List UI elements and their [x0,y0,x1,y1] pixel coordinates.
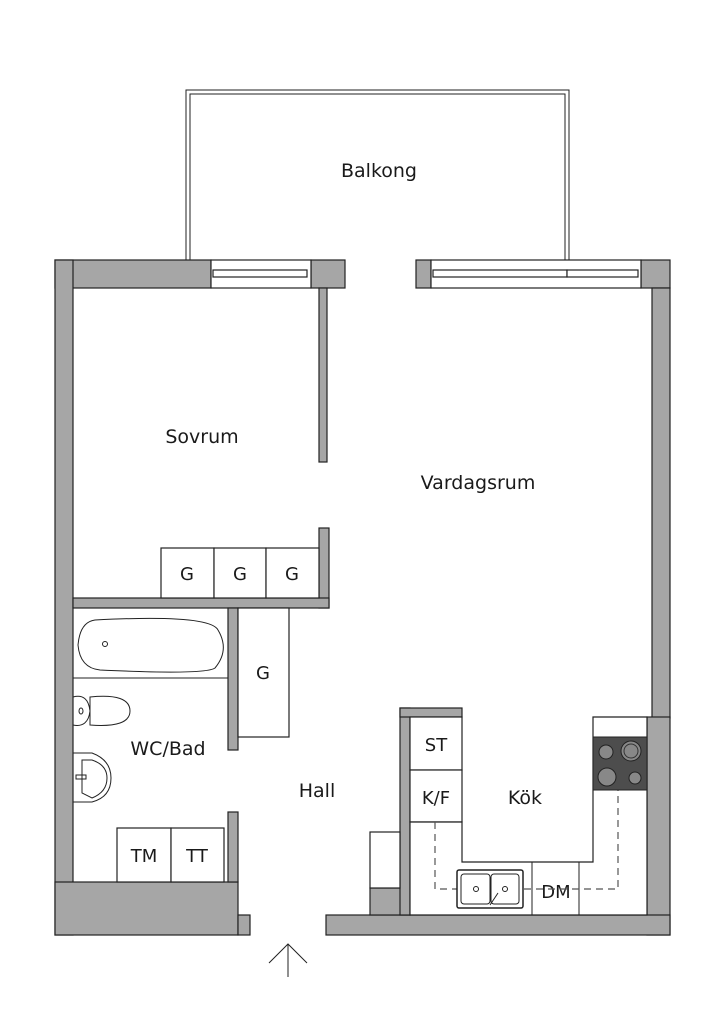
hob [592,736,648,791]
dishwasher-label: DM [541,882,570,903]
room-label-bedroom: Sovrum [165,426,238,448]
laundry: TM TT [116,827,225,883]
wardrobe-label: G [285,564,299,585]
wardrobe-label: G [256,663,270,684]
room-label-kitchen: Kök [508,787,542,809]
sink [73,752,112,803]
bathtub [73,617,228,679]
washer-label: TM [130,846,158,867]
kitchen: ST K/F DM [409,716,648,916]
bedroom-wardrobes: G G G [160,547,320,599]
arrow-up-icon [268,943,308,977]
balcony [185,89,570,260]
kitchen-sink [456,869,524,909]
walls [54,259,671,936]
hall-wardrobe: G [237,607,290,738]
fridge-freezer-label: K/F [422,788,450,809]
room-label-balcony: Balkong [341,160,417,182]
room-label-living: Vardagsrum [421,472,536,494]
dryer-label: TT [185,846,209,867]
hall-cabinet [369,831,401,889]
wardrobe-label: G [180,564,194,585]
room-label-hall: Hall [299,780,336,802]
windows [210,259,642,289]
toilet [72,695,131,726]
room-label-bathroom: WC/Bad [130,738,205,760]
stove-label: ST [425,735,448,756]
wardrobe-label: G [233,564,247,585]
